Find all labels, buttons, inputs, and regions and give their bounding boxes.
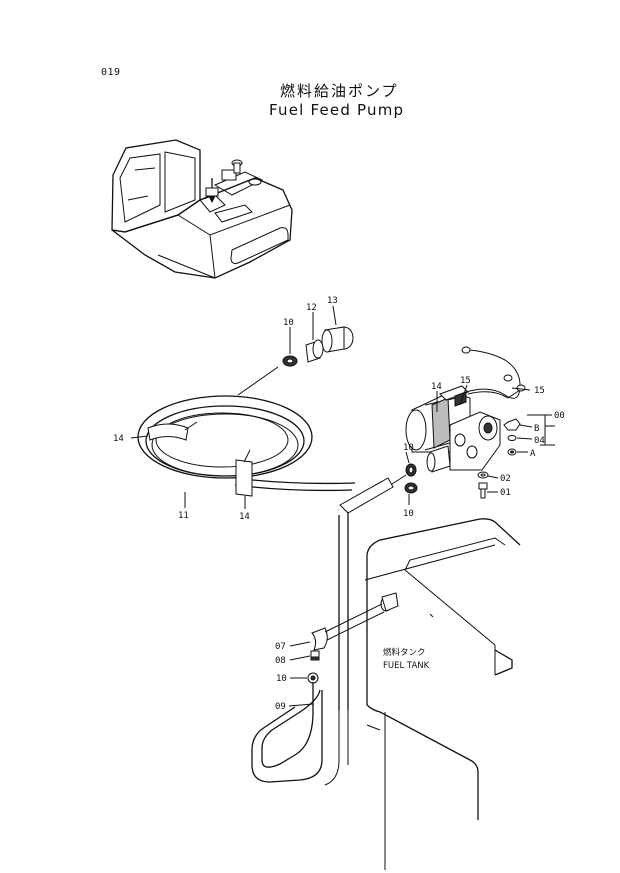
callout-14-left: 14 bbox=[113, 434, 124, 444]
fuel-tank-label-jp: 燃料タンク bbox=[383, 647, 426, 658]
callout-14-bottom: 14 bbox=[239, 512, 250, 522]
callout-B: B bbox=[534, 424, 539, 434]
title-english: Fuel Feed Pump bbox=[269, 101, 405, 119]
suction-pipe bbox=[251, 512, 385, 786]
callout-13: 13 bbox=[327, 296, 338, 306]
title-japanese: 燃料給油ポンプ bbox=[280, 82, 399, 100]
page-number: 019 bbox=[101, 67, 121, 78]
callout-10-mid-a: 10 bbox=[403, 443, 414, 453]
fuel-tank-label-en: FUEL TANK bbox=[383, 661, 430, 671]
fuel-tank bbox=[364, 518, 521, 870]
callout-02: 02 bbox=[500, 474, 511, 484]
callout-12: 12 bbox=[306, 303, 317, 313]
callout-01: 01 bbox=[500, 488, 511, 498]
callout-15-b: 15 bbox=[534, 386, 545, 396]
callout-08: 08 bbox=[275, 656, 286, 666]
callout-07: 07 bbox=[275, 642, 286, 652]
callout-15-a: 15 bbox=[460, 376, 471, 386]
callout-09: 09 bbox=[275, 702, 286, 712]
callout-11: 11 bbox=[178, 511, 189, 521]
callout-04: 04 bbox=[534, 436, 545, 446]
top-fittings bbox=[282, 305, 354, 367]
callout-14-pump: 14 bbox=[431, 382, 442, 392]
callout-A: A bbox=[530, 449, 536, 459]
fuel-hose-coil bbox=[137, 366, 394, 514]
callout-10-low: 10 bbox=[276, 674, 287, 684]
callout-00: 00 bbox=[554, 411, 565, 421]
callout-10-top: 10 bbox=[283, 318, 294, 328]
fuel-pump-assembly bbox=[391, 346, 555, 505]
callout-leaders bbox=[130, 435, 314, 707]
excavator-overview-illustration bbox=[111, 139, 293, 279]
callout-10-mid-b: 10 bbox=[403, 509, 414, 519]
